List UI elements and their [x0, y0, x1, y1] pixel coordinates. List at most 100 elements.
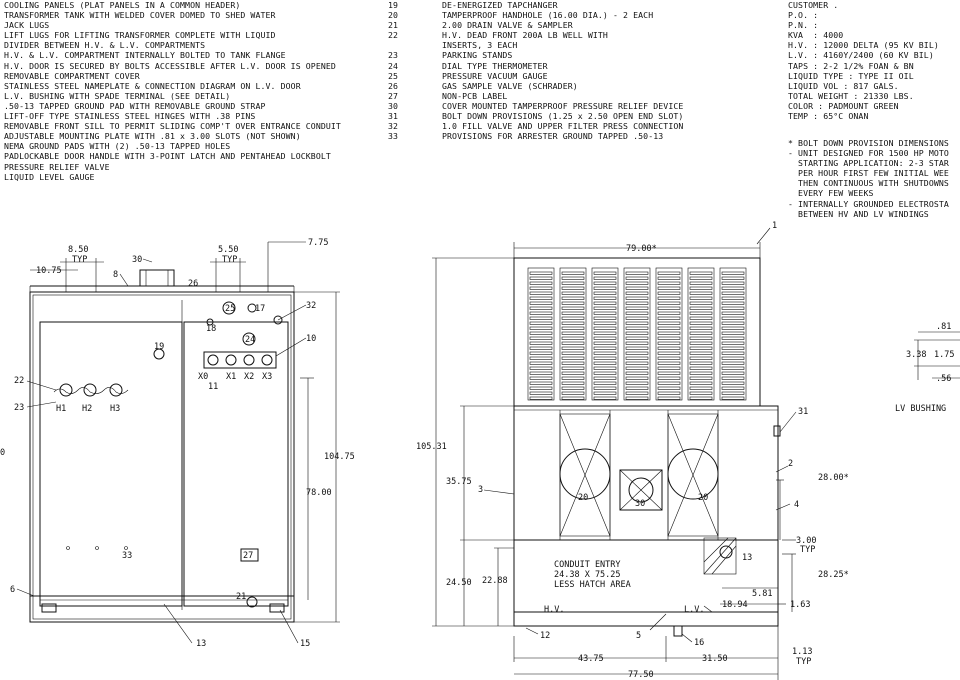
radiator-fin [721, 301, 745, 305]
radiator-fin [721, 311, 745, 315]
radiator-fin [561, 306, 585, 310]
radiator-fin [721, 316, 745, 320]
dim-2450: 24.50 [446, 578, 472, 588]
radiator-fin [593, 346, 617, 350]
radiator-fin [721, 281, 745, 285]
pressure-gauge [222, 301, 236, 315]
lv-bushings: X0 X1 X2 X3 [198, 351, 277, 382]
radiator-fin [529, 366, 553, 370]
radiator-fin [721, 296, 745, 300]
radiator-fin [529, 281, 553, 285]
hatch-area [703, 537, 737, 575]
radiator-fin [721, 361, 745, 365]
callout-26: 26 [188, 279, 198, 289]
radiator-fin [625, 286, 649, 290]
dim-300-typ: TYP [800, 545, 815, 555]
radiator-fin [561, 356, 585, 360]
radiator-fin [593, 311, 617, 315]
radiator-fin [721, 276, 745, 280]
handhole-label-left: 20 [578, 493, 588, 503]
radiator-fin [689, 341, 713, 345]
radiator-fin [625, 386, 649, 390]
radiator-fin [593, 381, 617, 385]
note-number: 32 [388, 121, 399, 132]
radiator-fin [721, 346, 745, 350]
note-text: PRESSURE VACUUM GAUGE [442, 70, 548, 81]
radiator-fin [529, 321, 553, 325]
dim-3150: 31.50 [702, 654, 728, 664]
note-left-line: NEMA GROUND PADS WITH (2) .50-13 TAPPED … [4, 141, 231, 152]
radiator-fin [657, 276, 681, 280]
lv-bushing-x1: X1 [226, 372, 236, 382]
radiator-fin [593, 386, 617, 390]
callout-12: 12 [540, 631, 550, 641]
radiator-fin [721, 306, 745, 310]
radiator-fin [657, 341, 681, 345]
note-text: H.V. DEAD FRONT 200A LB WELL WITH [442, 30, 608, 41]
note-text: INSERTS, 3 EACH [442, 40, 518, 51]
radiator-fin [529, 346, 553, 350]
dim-81: .81 [936, 322, 951, 332]
radiator-fin [625, 336, 649, 340]
hv-bushing-h2: H2 [82, 404, 92, 414]
dim-10475: 104.75 [324, 452, 355, 462]
dim-850: 8.50 [68, 245, 88, 255]
radiator-fin [657, 391, 681, 395]
callout-5: 5 [636, 631, 641, 641]
radiator-fin [625, 281, 649, 285]
radiator-fin [625, 346, 649, 350]
callout-32: 32 [306, 301, 316, 311]
cabinet-base [513, 539, 779, 627]
radiator-fin [657, 286, 681, 290]
radiator-fin [657, 396, 681, 400]
dim-2825: 28.25* [818, 570, 849, 580]
radiator-fin [625, 306, 649, 310]
radiator-fin [593, 391, 617, 395]
dim-163: 1.63 [790, 600, 810, 610]
radiator-fin [721, 366, 745, 370]
radiator-fin [689, 321, 713, 325]
radiator-fin [625, 331, 649, 335]
radiator-fin [625, 271, 649, 275]
note-left-line: .50-13 TAPPED GROUND PAD WITH REMOVABLE … [4, 100, 266, 111]
radiator-fin [689, 391, 713, 395]
callout-33: 33 [122, 551, 132, 561]
radiator-fin [593, 366, 617, 370]
note-number: 22 [388, 30, 399, 41]
radiator-fin [561, 391, 585, 395]
radiator-fin [721, 341, 745, 345]
radiator-fin [721, 331, 745, 335]
radiator-fin [689, 386, 713, 390]
radiator-fin [657, 321, 681, 325]
radiator-fin [561, 371, 585, 375]
handhole-label-center: 30 [635, 499, 645, 509]
callout-6: 6 [10, 585, 15, 595]
radiator-fin [689, 276, 713, 280]
notes-left: COOLING PANELS (PLAT PANELS IN A COMMON … [4, 0, 341, 182]
spec-line: TAPS : 2-2 1/2% FOAN & BN [788, 60, 914, 71]
dim-2288: 22.88 [482, 576, 508, 586]
radiator-fin [561, 271, 585, 275]
dim-113-typ: TYP [796, 657, 811, 667]
radiator-fin [529, 341, 553, 345]
radiator-fin [721, 321, 745, 325]
callout-18: 18 [206, 324, 216, 334]
callout-4: 4 [794, 500, 799, 510]
front-cabinet-outline [29, 291, 295, 623]
remarks-block: * BOLT DOWN PROVISION DIMENSIONS- UNIT D… [788, 138, 949, 219]
radiator-fin [657, 356, 681, 360]
callout-21: 21 [236, 592, 246, 602]
radiator-fin [529, 396, 553, 400]
radiator-panel [591, 267, 619, 401]
lv-bushing-x2: X2 [244, 372, 254, 382]
radiator-fin [689, 396, 713, 400]
radiator-fin [561, 381, 585, 385]
ground-pad-left [41, 603, 57, 613]
radiator-fin [529, 336, 553, 340]
radiator-fin [593, 361, 617, 365]
note-text: DIAL TYPE THERMOMETER [442, 60, 548, 71]
